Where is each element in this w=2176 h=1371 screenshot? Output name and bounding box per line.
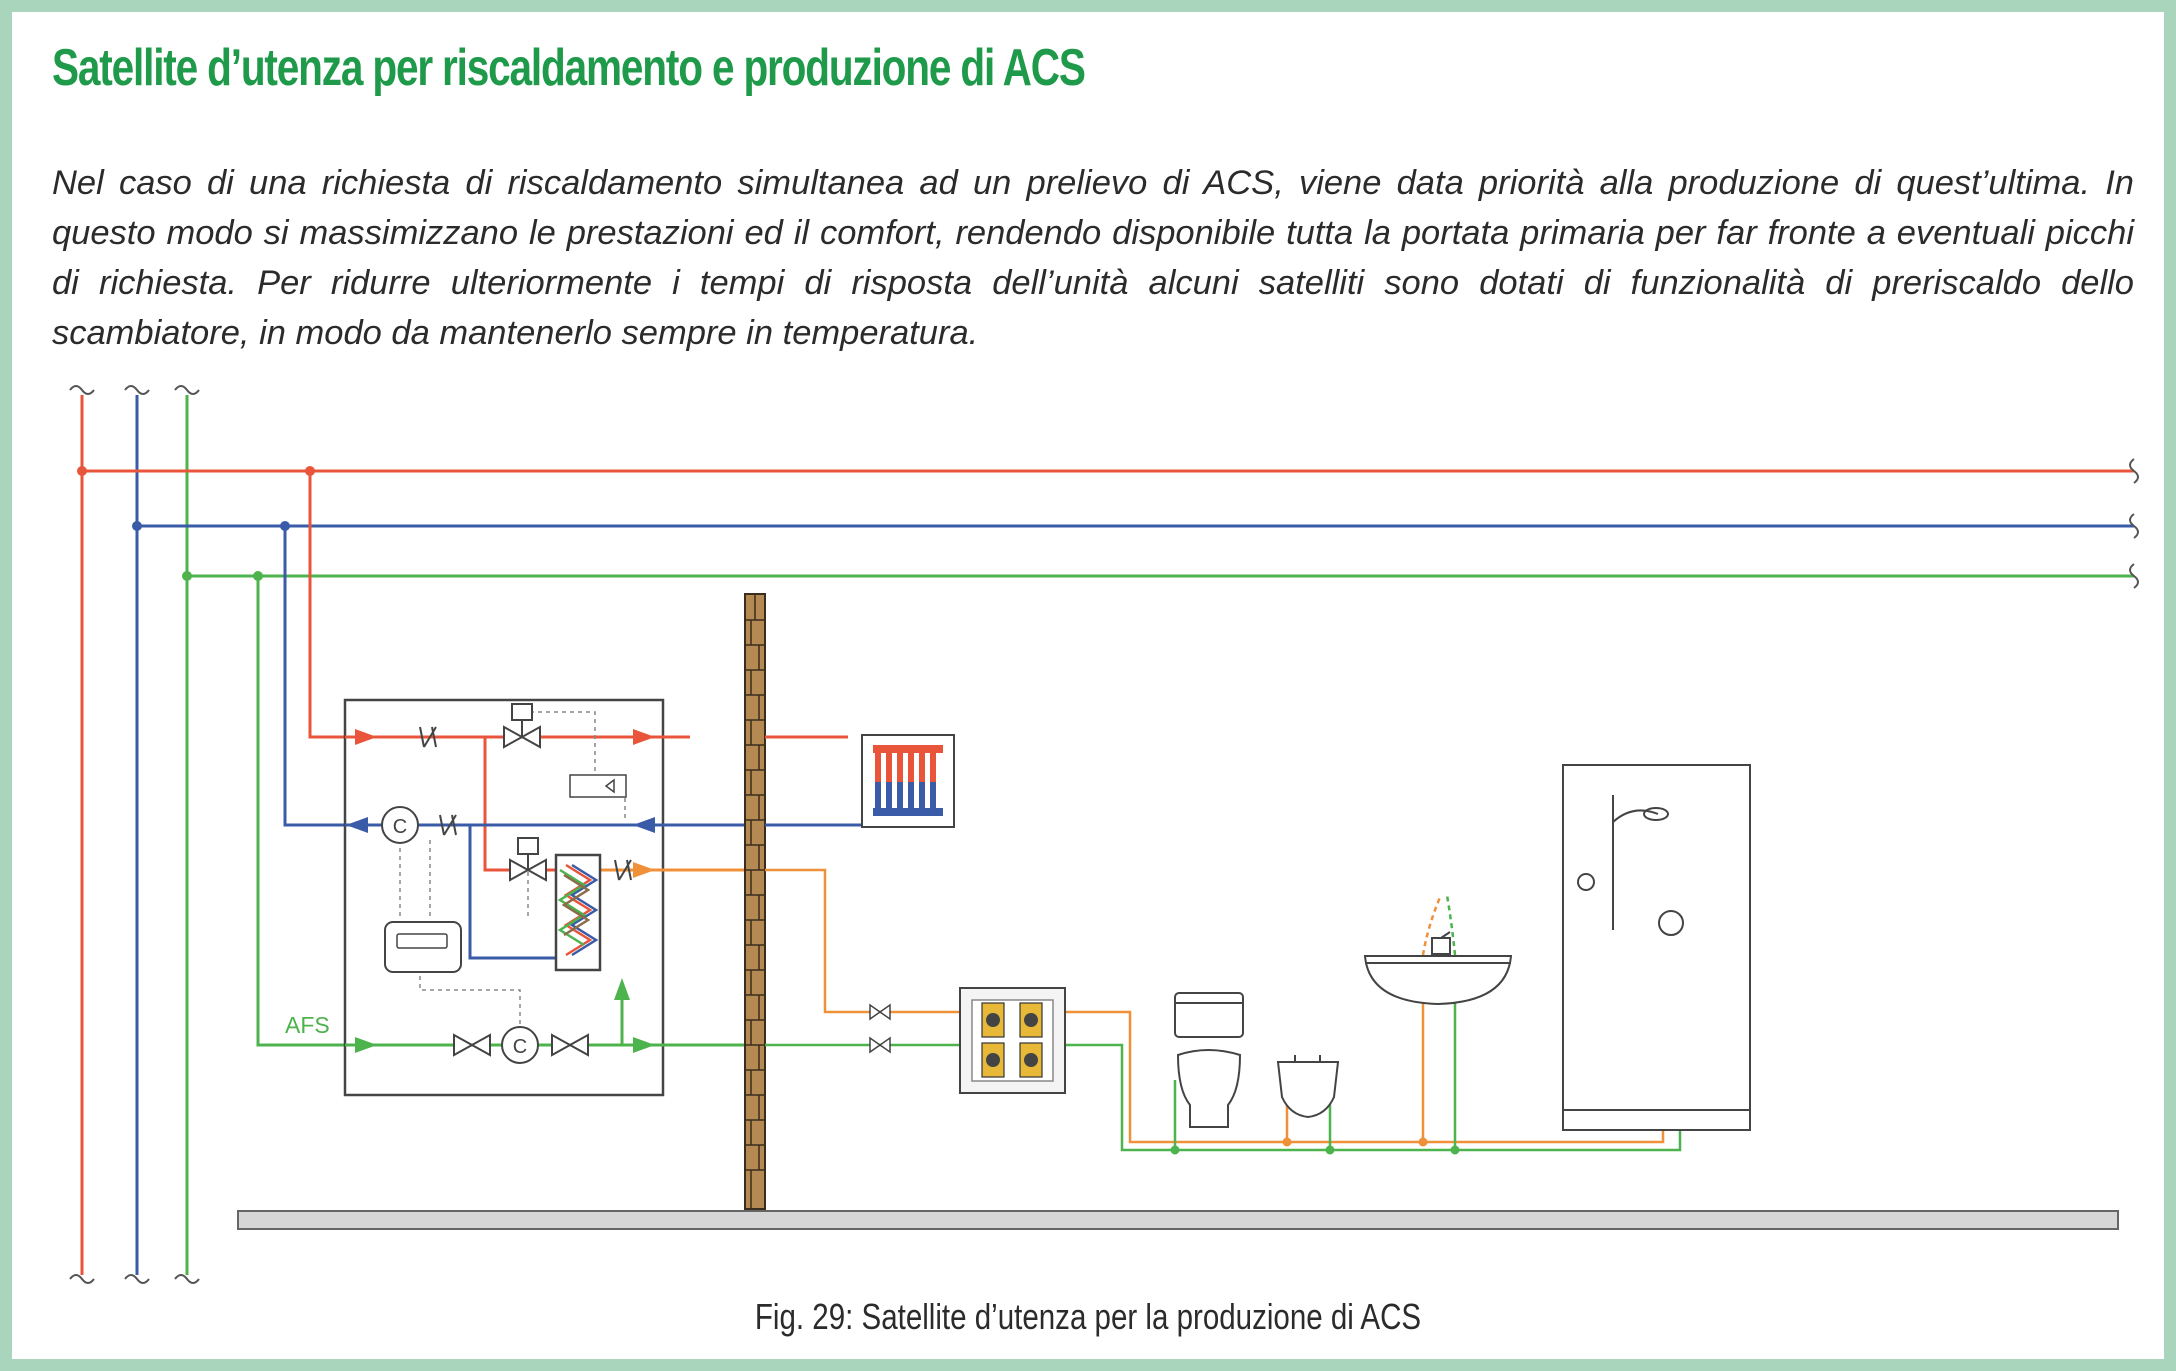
arrow-cold-out [633,1037,655,1053]
meter-symbol-label: C [513,1036,527,1058]
motorized-valve-icon [503,703,541,749]
check-valve-icon [419,726,632,881]
heat-exchanger-icon [554,853,602,972]
arrow-supply-out [633,729,655,745]
pipe-junctions [1170,1137,1460,1155]
svg-text:C: C [393,816,407,838]
exchanger-valve-icon [509,837,547,882]
arrow-return-in [633,817,655,833]
page-title: Satellite d’utenza per riscaldamento e p… [52,39,1086,97]
manifold-box-icon [959,987,1066,1094]
thermostat-icon [569,774,627,798]
satellite-unit: C C [343,698,900,1097]
ball-valve-icon [869,1003,891,1054]
brick-wall [744,593,766,1210]
arrow-return-out [346,817,368,833]
controller-icon [384,921,462,973]
figure-caption: Fig. 29: Satellite d’utenza per la produ… [754,1296,1422,1337]
bidet-icon [1276,1055,1340,1119]
cold-water-meter-group [453,1026,589,1064]
satellite-branches [256,471,345,1047]
arrow-dhw-out [633,862,655,878]
arrow-cold-up [614,978,630,1000]
wc-icon [1174,992,1244,1128]
washbasin-icon [1363,931,1513,1006]
floor-slab [237,1210,2119,1230]
shower-enclosure-icon [1562,764,1751,1131]
radiator-icon [861,734,955,828]
intro-paragraph: Nel caso di una richiesta di riscaldamen… [52,164,2134,352]
arrow-cold-in [355,1037,377,1053]
pipe-break-symbols [69,385,2139,1284]
heat-meter-icon: C [381,806,419,844]
arrow-supply-in [355,729,377,745]
main-pipes [80,395,2134,1275]
afs-label: AFS [285,1012,330,1038]
junction-dots [77,466,315,581]
